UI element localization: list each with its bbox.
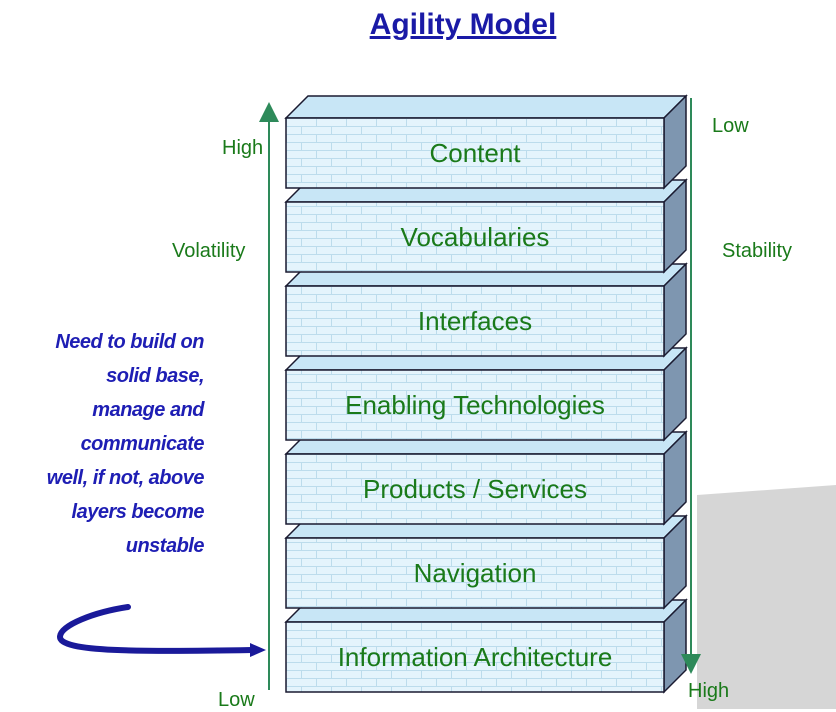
layer-block: Navigation [284, 514, 688, 610]
layer-label: Content [429, 138, 521, 168]
layer-block: Products / Services [284, 430, 688, 526]
layer-front-face [285, 537, 665, 609]
layer-block: Interfaces [284, 262, 688, 358]
volatility-label: Volatility [172, 240, 246, 262]
note-line: unstable [125, 535, 205, 557]
layer-front-face [285, 285, 665, 357]
layer-front-face [285, 369, 665, 441]
note-line: solid base, [106, 365, 204, 387]
note-line: manage and [92, 399, 204, 421]
right-high-label: High [688, 680, 730, 702]
layer-label: Navigation [414, 558, 537, 588]
layer-label: Enabling Technologies [345, 390, 605, 420]
pointer-curve-arrow [56, 604, 255, 654]
right-low-label: Low [712, 115, 749, 137]
pointer-arrowhead [250, 643, 266, 657]
note-line: Need to build on [55, 331, 204, 353]
stability-label: Stability [722, 240, 793, 262]
note-line: communicate [80, 433, 205, 455]
note-line: layers become [71, 501, 205, 523]
layer-top-face [284, 95, 688, 119]
layer-block: Content [284, 94, 688, 190]
stack-shadow [697, 485, 836, 709]
layer-block: Vocabularies [284, 178, 688, 274]
layer-label: Information Architecture [338, 642, 613, 672]
layer-front-face [285, 621, 665, 693]
note-line: well, if not, above [46, 467, 205, 489]
layer-block: Enabling Technologies [284, 346, 688, 442]
left-low-label: Low [218, 689, 255, 711]
layer-front-face [285, 201, 665, 273]
layer-label: Interfaces [418, 306, 532, 336]
layer-front-face [285, 453, 665, 525]
diagram-title: Agility Model [369, 8, 557, 41]
left-high-label: High [222, 137, 264, 159]
layer-front-face [285, 117, 665, 189]
layer-block: Information Architecture [284, 598, 688, 694]
stability-note: Need to build on solid base, manage and … [20, 325, 205, 563]
layer-label: Products / Services [363, 474, 587, 504]
layer-stack: Information Architecture Navigation Produc… [284, 94, 688, 694]
layer-label: Vocabularies [401, 222, 550, 252]
